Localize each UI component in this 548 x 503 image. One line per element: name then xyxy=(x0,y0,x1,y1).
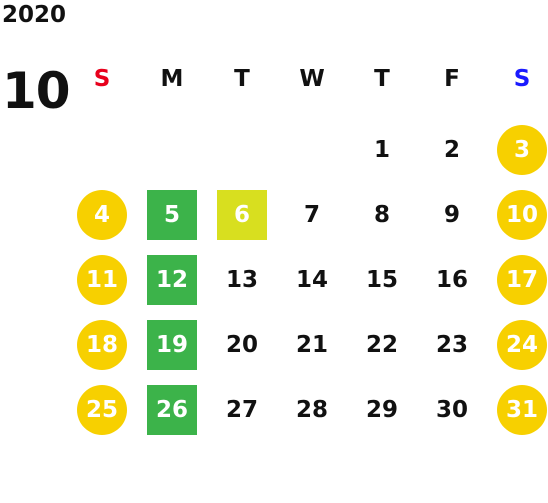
day-cell[interactable]: 21 xyxy=(295,332,328,358)
day-cell[interactable]: 13 xyxy=(225,267,258,293)
weekday-label: S xyxy=(93,66,111,92)
weekday-label: S xyxy=(513,66,531,92)
day-cell[interactable]: 23 xyxy=(435,332,468,358)
highlighted-day-cell[interactable]: 5 xyxy=(147,190,197,240)
weekend-day-cell[interactable]: 4 xyxy=(77,190,127,240)
highlighted-day-cell[interactable]: 26 xyxy=(147,385,197,435)
highlighted-day-cell[interactable]: 6 xyxy=(217,190,267,240)
weekday-label: F xyxy=(444,66,460,92)
day-cell[interactable]: 14 xyxy=(295,267,328,293)
highlighted-day-cell[interactable]: 12 xyxy=(147,255,197,305)
weekday-label: W xyxy=(299,66,325,92)
weekday-label: T xyxy=(374,66,390,92)
year-label: 2020 xyxy=(2,2,67,28)
weekend-day-cell[interactable]: 18 xyxy=(77,320,127,370)
highlighted-day-cell[interactable]: 19 xyxy=(147,320,197,370)
day-cell[interactable]: 30 xyxy=(435,397,468,423)
weekend-day-cell[interactable]: 31 xyxy=(497,385,547,435)
day-cell[interactable]: 29 xyxy=(365,397,398,423)
weekend-day-cell[interactable]: 11 xyxy=(77,255,127,305)
day-cell[interactable]: 27 xyxy=(225,397,258,423)
day-cell[interactable]: 1 xyxy=(373,137,390,163)
weekend-day-cell[interactable]: 3 xyxy=(497,125,547,175)
month-label: 10 xyxy=(2,62,71,120)
weekday-label: T xyxy=(234,66,250,92)
day-cell[interactable]: 2 xyxy=(443,137,460,163)
day-cell[interactable]: 16 xyxy=(435,267,468,293)
weekday-label: M xyxy=(160,66,184,92)
weekend-day-cell[interactable]: 25 xyxy=(77,385,127,435)
day-cell[interactable]: 22 xyxy=(365,332,398,358)
day-cell[interactable]: 20 xyxy=(225,332,258,358)
weekend-day-cell[interactable]: 10 xyxy=(497,190,547,240)
weekend-day-cell[interactable]: 24 xyxy=(497,320,547,370)
day-cell[interactable]: 7 xyxy=(303,202,320,228)
day-cell[interactable]: 9 xyxy=(443,202,460,228)
day-cell[interactable]: 28 xyxy=(295,397,328,423)
day-cell[interactable]: 8 xyxy=(373,202,390,228)
day-cell[interactable]: 15 xyxy=(365,267,398,293)
weekend-day-cell[interactable]: 17 xyxy=(497,255,547,305)
